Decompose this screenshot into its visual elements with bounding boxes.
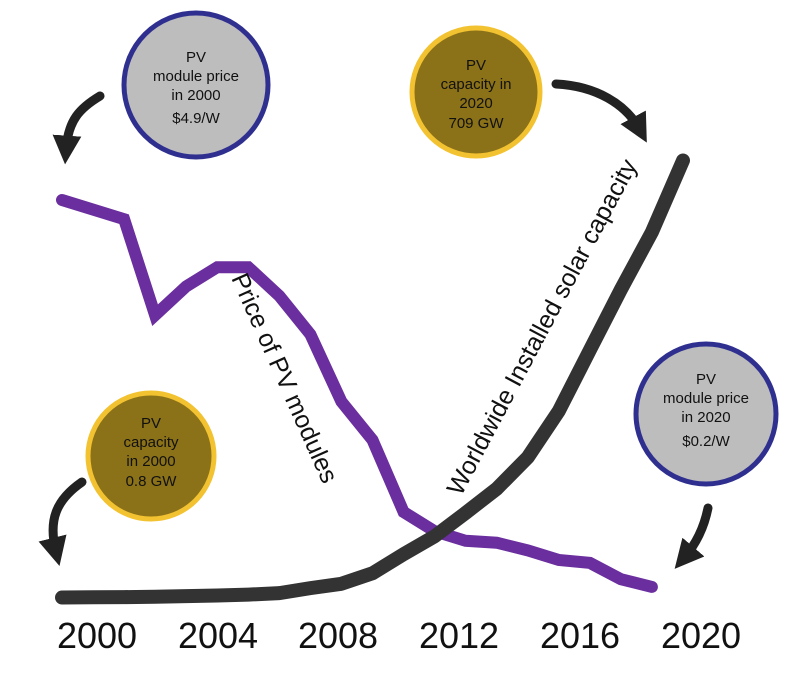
capacity-series-line [55, 153, 690, 605]
bubble-line: PV [141, 415, 161, 432]
bubble-line: PV [466, 57, 486, 74]
bubble-line: module price [153, 68, 239, 85]
x-tick-label: 2008 [298, 615, 378, 656]
x-tick-label: 2000 [57, 615, 137, 656]
x-tick-label: 2020 [661, 615, 741, 656]
x-axis-ticks: 2000 2004 2008 2012 2016 2020 [57, 615, 741, 656]
bubble-line: capacity in [441, 76, 512, 93]
bubble-line: in 2020 [681, 409, 730, 426]
arrow-to-capacity-2020 [551, 79, 647, 143]
x-tick-label: 2012 [419, 615, 499, 656]
bubble-value: 0.8 GW [126, 473, 178, 490]
arrow-to-capacity-2000 [38, 477, 87, 566]
bubble-line: in 2000 [126, 453, 175, 470]
bubble-value: 709 GW [448, 115, 504, 132]
x-tick-label: 2016 [540, 615, 620, 656]
price-series-line [56, 194, 658, 593]
bubble-line: 2020 [459, 95, 492, 112]
bubble-price-2000: PV module price in 2000 $4.9/W [121, 10, 271, 160]
x-tick-label: 2004 [178, 615, 258, 656]
bubble-line: module price [663, 390, 749, 407]
bubble-price-2020: PV module price in 2020 $0.2/W [633, 341, 779, 487]
arrow-to-price-2000 [52, 91, 105, 165]
bubble-line: in 2000 [171, 87, 220, 104]
bubble-line: capacity [123, 434, 179, 451]
bubble-value: $4.9/W [172, 110, 220, 127]
bubble-value: $0.2/W [682, 433, 730, 450]
bubble-capacity-2000: PV capacity in 2000 0.8 GW [85, 390, 217, 522]
arrow-to-price-2020 [674, 503, 713, 569]
bubble-line: PV [186, 49, 206, 66]
bubble-line: PV [696, 371, 716, 388]
bubble-capacity-2020: PV capacity in 2020 709 GW [409, 25, 543, 159]
